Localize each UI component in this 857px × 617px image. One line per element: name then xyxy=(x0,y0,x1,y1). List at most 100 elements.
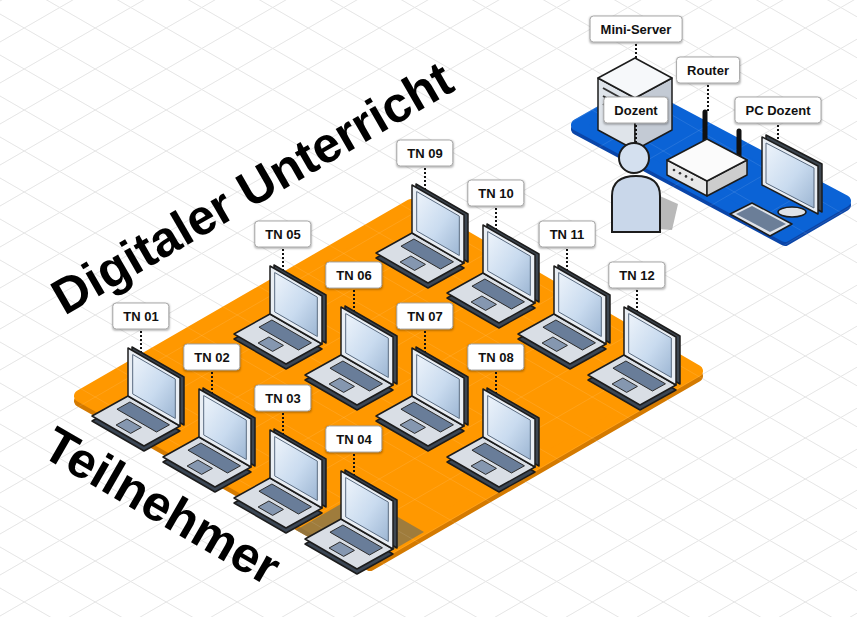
laptop-touchpad xyxy=(329,542,354,556)
leader-line xyxy=(282,249,284,272)
leader-line xyxy=(211,372,213,395)
participant-laptop: TN 03 xyxy=(223,382,343,540)
grid-line xyxy=(0,326,857,617)
teacher-pc-node: PC Dozent xyxy=(725,95,835,245)
participant-laptop: TN 02 xyxy=(152,341,272,499)
grid-line xyxy=(0,588,857,617)
laptop-touchpad xyxy=(187,460,212,474)
grid-line xyxy=(0,0,857,329)
grid-line xyxy=(0,506,857,617)
device-label: Dozent xyxy=(603,97,668,124)
laptop-touchpad xyxy=(542,337,567,351)
leader-line xyxy=(777,125,779,142)
laptop-lid xyxy=(624,307,676,385)
grid-line xyxy=(0,260,857,617)
teacher-node: Dozent xyxy=(600,95,690,235)
laptop-lid xyxy=(412,348,464,426)
leader-line xyxy=(424,168,426,191)
laptop-lid xyxy=(483,389,535,467)
grid-line xyxy=(0,244,857,617)
device-label: Router xyxy=(676,57,740,84)
device-label: TN 01 xyxy=(112,303,169,330)
laptop-screen xyxy=(417,192,460,256)
participant-laptop: TN 10 xyxy=(436,177,556,335)
leader-line xyxy=(424,331,426,354)
laptop-touchpad xyxy=(471,296,496,310)
keyboard xyxy=(730,203,792,236)
laptop-screen xyxy=(275,273,318,337)
laptop-touchpad xyxy=(471,460,496,474)
laptop-screen xyxy=(417,355,460,419)
laptop-screen xyxy=(275,437,318,501)
laptop-touchpad xyxy=(400,256,425,270)
router-light xyxy=(679,172,682,175)
laptop-screen xyxy=(346,478,389,542)
monitor-screen xyxy=(766,143,814,208)
grid-line xyxy=(0,0,857,452)
device-label: TN 06 xyxy=(325,262,382,289)
participant-laptop: TN 09 xyxy=(365,137,485,295)
grid-line xyxy=(0,260,857,617)
leader-line xyxy=(707,85,709,112)
leader-line xyxy=(636,290,638,313)
laptop-touchpad xyxy=(116,419,141,433)
laptop-lid xyxy=(128,348,180,426)
monitor-frame xyxy=(762,137,818,214)
participant-laptop: TN 05 xyxy=(223,218,343,376)
participant-laptop: TN 11 xyxy=(507,218,627,376)
laptop-screen xyxy=(488,396,531,460)
laptop-screen xyxy=(629,314,672,378)
device-label: TN 10 xyxy=(467,180,524,207)
laptop-lid xyxy=(270,266,322,344)
server-node: Mini-Server xyxy=(584,12,688,157)
keyboard-keys xyxy=(736,206,786,232)
leader-line xyxy=(495,208,497,231)
leader-line xyxy=(353,290,355,313)
laptop-touchpad xyxy=(258,501,283,515)
laptop-lid xyxy=(199,389,251,467)
laptop-screen xyxy=(133,355,176,419)
grid-line xyxy=(0,0,857,468)
grid-line xyxy=(0,572,857,617)
grid-line xyxy=(0,137,857,617)
person-body xyxy=(612,176,660,232)
device-label: TN 12 xyxy=(608,262,665,289)
router-light xyxy=(685,175,688,178)
grid-line xyxy=(0,0,857,493)
grid-line xyxy=(0,383,857,617)
grid-line xyxy=(0,0,857,386)
grid-line xyxy=(0,285,857,617)
grid-line xyxy=(0,14,857,509)
grid-line xyxy=(0,588,857,617)
leader-line xyxy=(566,249,568,272)
teacher-platform xyxy=(577,91,845,236)
grid-line xyxy=(0,531,857,617)
device-label: TN 07 xyxy=(396,303,453,330)
device-label: TN 04 xyxy=(325,426,382,453)
grid-line xyxy=(0,0,857,386)
leader-line xyxy=(282,413,284,436)
participant-laptop: TN 08 xyxy=(436,341,556,499)
person-head xyxy=(619,143,649,173)
laptop-screen xyxy=(559,273,602,337)
grid-line xyxy=(0,0,857,493)
grid-line xyxy=(0,14,857,509)
device-label: TN 02 xyxy=(183,344,240,371)
laptop-screen xyxy=(346,314,389,378)
laptop-lid xyxy=(270,430,322,508)
laptop-touchpad xyxy=(400,419,425,433)
grid-line xyxy=(0,0,857,468)
grid-line xyxy=(0,0,857,42)
participant-laptop: TN 01 xyxy=(81,300,201,458)
grid-line xyxy=(0,0,857,370)
monitor-stand xyxy=(778,207,806,217)
grid-line xyxy=(0,0,857,452)
participant-laptop: TN 06 xyxy=(294,259,414,417)
grid-line xyxy=(0,547,857,617)
grid-line xyxy=(0,342,857,617)
device-label: TN 11 xyxy=(539,221,596,248)
laptop-lid xyxy=(412,185,464,263)
